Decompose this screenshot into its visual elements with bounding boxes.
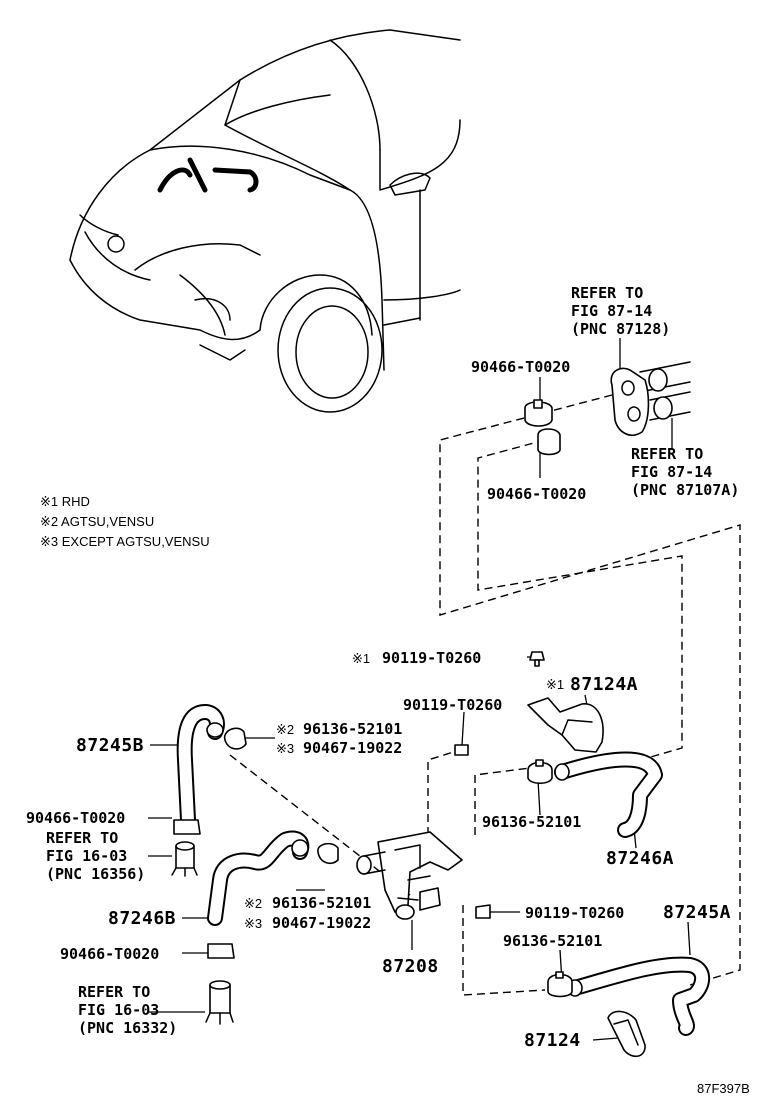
bolt-mid [454, 744, 469, 756]
label-bolt-rhd: 90119-T0260 [382, 649, 481, 667]
refer-right-line1: REFER TO [631, 445, 703, 463]
hose-clamp-left-2 [207, 943, 235, 959]
mark-bolt-rhd: ※1 [352, 651, 370, 666]
figure-id: 87F397B [697, 1081, 750, 1096]
note-rhd: ※1 RHD [40, 494, 90, 509]
refer-left2-line3: (PNC 16332) [78, 1019, 177, 1037]
refer-right-line3: (PNC 87107A) [631, 481, 739, 499]
refer-left-line2: FIG 16-03 [46, 847, 127, 865]
refer-right-line2: FIG 87-14 [631, 463, 712, 481]
label-clamp-left: 90466-T0020 [26, 809, 125, 827]
label-bolt-mid: 90119-T0260 [403, 696, 502, 714]
label-bolt-low: 90119-T0260 [525, 904, 624, 922]
label-hose-87245b: 87245B [76, 735, 144, 756]
note-except-agtsu-vensu: ※3 EXCEPT AGTSU,VENSU [40, 534, 210, 549]
refer-top-line3: (PNC 87128) [571, 320, 670, 338]
parts [171, 361, 711, 1058]
label-clamp-low: 96136-52101 [503, 932, 602, 950]
routing-lines [229, 394, 741, 996]
hose-clamp-top-1 [524, 399, 553, 427]
hose-clamp-left [173, 819, 201, 835]
label-bracket-87124a: 87124A [570, 674, 638, 695]
hose-clamp-mid [527, 759, 553, 785]
refer-left-line1: REFER TO [46, 829, 118, 847]
hose-87246a [554, 751, 663, 838]
label-clamp-left-2: 90466-T0020 [60, 945, 159, 963]
mark-clamp-b: ※3 [276, 741, 294, 756]
pipe-fitting-left-1 [171, 841, 198, 877]
bolt-rhd [529, 651, 545, 667]
label-valve-87208: 87208 [382, 956, 439, 977]
bracket-87124 [607, 1010, 646, 1058]
label-clamp-c: 96136-52101 [272, 894, 371, 912]
hose-clamp-low [547, 971, 573, 998]
label-clamp-top-1: 90466-T0020 [471, 358, 570, 376]
vehicle-illustration [69, 29, 461, 413]
label-clamp-mid: 96136-52101 [482, 813, 581, 831]
refer-left-line3: (PNC 16356) [46, 865, 145, 883]
bracket-87124a [527, 697, 604, 753]
refer-left2-line1: REFER TO [78, 983, 150, 1001]
hose-clamp-top-2 [537, 428, 561, 456]
label-clamp-top-2: 90466-T0020 [487, 485, 586, 503]
mark-clamp-c: ※2 [244, 896, 262, 911]
hose-clamp-c [317, 842, 339, 865]
part-labels: REFER TO FIG 87-14 (PNC 87128) 90466-T00… [26, 284, 750, 1096]
refer-top-line1: REFER TO [571, 284, 643, 302]
label-clamp-d: 90467-19022 [272, 914, 371, 932]
heater-core-pipes [610, 361, 691, 436]
label-hose-87246a: 87246A [606, 848, 674, 869]
refer-top-line2: FIG 87-14 [571, 302, 652, 320]
label-hose-87245a: 87245A [663, 902, 731, 923]
label-clamp-b: 90467-19022 [303, 739, 402, 757]
water-valve-87208 [356, 831, 463, 920]
refer-left2-line2: FIG 16-03 [78, 1001, 159, 1019]
label-hose-87246b: 87246B [108, 908, 176, 929]
note-agtsu-vensu: ※2 AGTSU,VENSU [40, 514, 154, 529]
pipe-fitting-left-2 [205, 980, 234, 1025]
label-clamp-a: 96136-52101 [303, 720, 402, 738]
bolt-low [475, 904, 491, 919]
mark-clamp-a: ※2 [276, 722, 294, 737]
mark-clamp-d: ※3 [244, 916, 262, 931]
hose-87246b [207, 830, 310, 926]
mark-bracket-rhd: ※1 [546, 677, 564, 692]
hose-87245b [176, 704, 225, 828]
hose-clamp-a [223, 727, 247, 750]
label-bracket-87124: 87124 [524, 1030, 581, 1051]
